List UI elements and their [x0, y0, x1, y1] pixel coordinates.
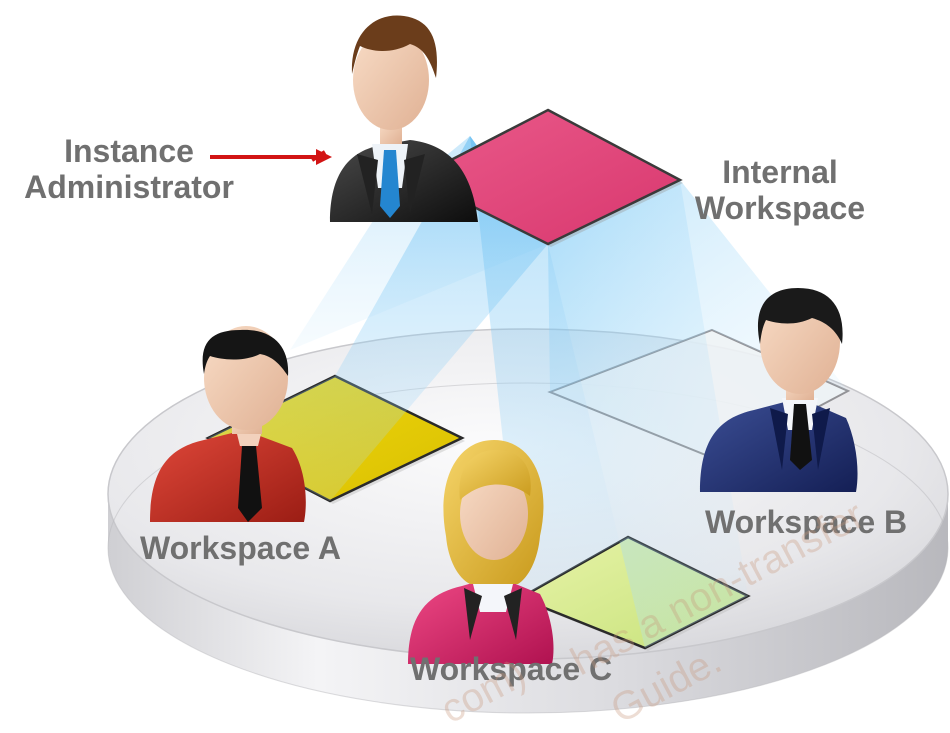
instance-administrator-label-line2: Administrator: [24, 169, 234, 205]
internal-workspace-label: Internal Workspace: [690, 154, 870, 226]
internal-workspace-label-line1: Internal: [722, 154, 838, 190]
workspace-a-label: Workspace A: [140, 530, 341, 566]
businessman-black-suit-icon: [310, 15, 478, 222]
user-red-shirt-icon: [150, 326, 306, 522]
instance-administrator-label: Instance Administrator: [14, 133, 244, 205]
workspace-b-label: Workspace B: [705, 504, 908, 540]
internal-workspace-label-line2: Workspace: [694, 190, 866, 226]
workspace-c-label: Workspace C: [410, 651, 613, 687]
arrow-connector: [210, 149, 332, 165]
user-navy-suit-icon: [700, 288, 858, 492]
internal-workspace-tile: [413, 108, 683, 247]
user-female-pink-icon: [408, 440, 554, 664]
instance-administrator-label-line1: Instance: [64, 133, 194, 169]
